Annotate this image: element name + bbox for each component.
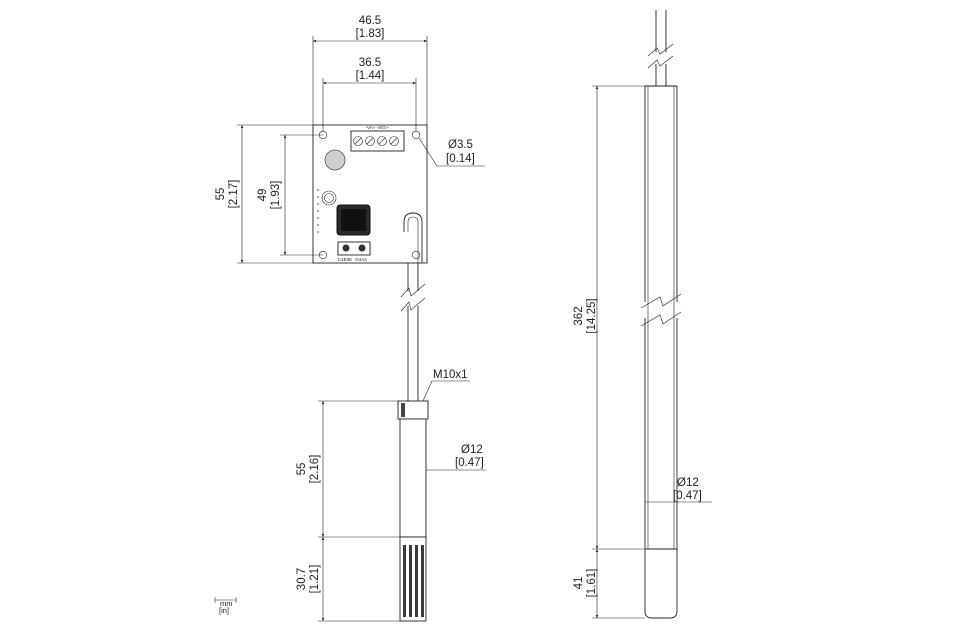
probe-body <box>397 400 429 622</box>
remote-probe <box>640 10 682 619</box>
remote-dia-mm: Ø12 <box>677 477 699 489</box>
remote-probe-dimensions <box>592 85 712 619</box>
terminal-block-bottom <box>337 241 371 256</box>
remote-length-mm: 362 <box>573 306 585 325</box>
board-height-mm: 55 <box>215 188 227 201</box>
board-width-mm: 46.5 <box>359 15 381 27</box>
tip-length-mm: 41 <box>573 577 585 590</box>
pcb-board: -VA+ -SIG+ C4E0E G4A4 <box>312 124 428 264</box>
shaft-break-mark-bottom <box>640 311 682 327</box>
remote-dia-in: [0.47] <box>673 490 702 502</box>
unit-in: [in] <box>219 606 229 615</box>
remote-probe-tip <box>644 610 678 619</box>
probe-dia-in: [0.47] <box>455 457 484 469</box>
hole-vspacing-in: [1.93] <box>270 181 282 210</box>
unit-legend <box>214 597 237 603</box>
hole-dia-mm: Ø3.5 <box>448 139 473 151</box>
shaft-break-mark-top <box>640 293 682 309</box>
connector <box>321 190 337 206</box>
ic-chip <box>336 204 371 236</box>
hole-dia-in: [0.14] <box>446 153 475 165</box>
probe-cable <box>400 263 426 401</box>
board-width-in: [1.83] <box>356 28 385 40</box>
unit-mm: mm <box>220 599 233 608</box>
filter-length-in: [1.21] <box>309 565 321 594</box>
hole-vspacing-mm: 49 <box>257 189 269 202</box>
probe-thread-label: M10x1 <box>433 369 468 381</box>
capacitor <box>324 149 346 171</box>
terminal-label-bl: C4E0E <box>338 257 352 262</box>
cable-gland <box>403 212 423 263</box>
probe-length-in: [2.16] <box>309 455 321 484</box>
mount-hole-br <box>411 250 421 260</box>
hole-spacing-mm: 36.5 <box>359 57 381 69</box>
tip-length-in: [1.61] <box>586 569 598 598</box>
break-mark-top <box>400 283 426 298</box>
probe-dimensions <box>318 380 486 622</box>
terminal-label-top: -VA+ -SIG+ <box>366 125 389 130</box>
cable-break-mark <box>647 43 674 57</box>
pin-row <box>317 189 319 233</box>
remote-length-in: [14.25] <box>586 298 598 333</box>
board-height-in: [2.17] <box>228 180 240 209</box>
terminal-block-top <box>350 130 405 152</box>
terminal-label-br: G4A4 <box>355 257 367 262</box>
board-dimensions <box>237 36 485 264</box>
hole-spacing-in: [1.44] <box>356 70 385 82</box>
probe-dia-mm: Ø12 <box>461 444 483 456</box>
board-outline <box>312 124 428 264</box>
probe-shaft <box>399 418 427 538</box>
filter-length-mm: 30.7 <box>296 568 308 590</box>
break-mark-bottom <box>400 297 426 312</box>
mount-hole-tr <box>411 130 421 140</box>
probe-length-mm: 55 <box>296 463 308 476</box>
